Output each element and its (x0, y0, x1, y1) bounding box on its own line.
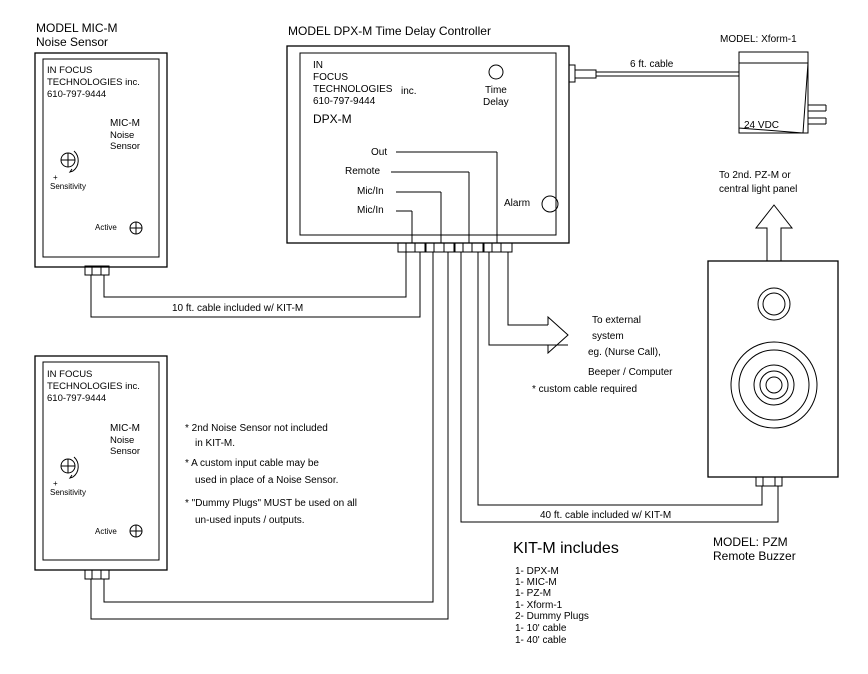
output-arrow-icon (547, 315, 569, 355)
mic1-name3: Sensor (110, 141, 141, 152)
mic1-company-2: TECHNOLOGIES inc. (47, 77, 140, 88)
mic2-phone: 610-797-9444 (47, 393, 107, 404)
cable-10ft-label: 10 ft. cable included w/ KIT-M (172, 303, 304, 314)
cable-10ft (90, 252, 421, 318)
kit-item: 1- PZ-M (515, 588, 552, 599)
dpx-company-inc: inc. (401, 86, 417, 97)
dpx-mic-in-2-label: Mic/In (357, 205, 384, 216)
light-icon (757, 287, 791, 321)
dpx-title: MODEL DPX-M Time Delay Controller (288, 24, 491, 38)
kit-item: 1- MIC-M (515, 577, 557, 588)
sensitivity-knob-icon (60, 456, 79, 479)
mic1-sensitivity: Sensitivity (50, 182, 87, 191)
mic1-connector (84, 265, 110, 276)
pzm-to-line1: To 2nd. PZ-M or (719, 170, 791, 181)
external-line1: To external (592, 315, 641, 326)
xform-cable-label: 6 ft. cable (630, 59, 674, 70)
mic2-sensitivity: Sensitivity (50, 488, 87, 497)
mic2-name3: Sensor (110, 446, 141, 457)
pzm-model: MODEL: PZM (713, 535, 788, 549)
dpx-time-label: Time (485, 85, 507, 96)
alarm-lamp-icon (541, 195, 559, 213)
mic1-active: Active (95, 223, 117, 232)
power-jack (568, 64, 576, 83)
kit-item: 1- 10' cable (515, 623, 567, 634)
mic2-company-2: TECHNOLOGIES inc. (47, 381, 140, 392)
kit-item: 1- DPX-M (515, 566, 559, 577)
mic1-company-1: IN FOCUS (47, 65, 93, 76)
dpx-phone: 610-797-9444 (313, 96, 376, 107)
dpx-name: DPX-M (313, 112, 352, 126)
dpx-company-tech: TECHNOLOGIES (313, 84, 393, 95)
kit-item: 2- Dummy Plugs (515, 611, 589, 622)
cable-40ft-label: 40 ft. cable included w/ KIT-M (540, 510, 672, 521)
cable-mic2 (90, 252, 449, 620)
mic2-name: MIC-M (110, 423, 140, 434)
kit-item: 1- Xform-1 (515, 600, 563, 611)
xform-voltage: 24 VDC (744, 120, 780, 131)
mic2-connector (84, 569, 110, 580)
dpx-company-in: IN (313, 60, 323, 71)
active-lamp-icon (129, 221, 143, 235)
kit-title: KIT-M includes (513, 540, 619, 557)
mic2-plus: + (53, 479, 58, 488)
pzm-buzzer (707, 204, 839, 487)
xform-model: MODEL: Xform-1 (720, 34, 797, 45)
dpx-connectors (397, 242, 513, 253)
mic1-plus: + (53, 173, 58, 182)
external-output (488, 252, 569, 355)
note-3a: * "Dummy Plugs" MUST be used on all (185, 498, 357, 509)
xform-transformer (574, 51, 827, 134)
time-delay-knob-icon (488, 64, 504, 80)
mic1-name2: Noise (110, 130, 135, 141)
dpx-mic-in-1-label: Mic/In (357, 186, 384, 197)
dpx-controller (286, 45, 576, 253)
external-note: * custom cable required (532, 384, 638, 395)
mic2-active: Active (95, 527, 117, 536)
note-2a: * A custom input cable may be (185, 458, 319, 469)
cable-40ft (460, 252, 779, 523)
pzm-subtitle: Remote Buzzer (713, 549, 796, 563)
mic-sensor-1 (34, 52, 168, 276)
dpx-remote-label: Remote (345, 166, 381, 177)
up-arrow-icon (754, 204, 794, 261)
note-1a: * 2nd Noise Sensor not included (185, 423, 328, 434)
dpx-alarm-label: Alarm (504, 198, 531, 209)
dpx-out-label: Out (371, 147, 388, 158)
external-line2: system (592, 331, 624, 342)
external-line4: Beeper / Computer (588, 367, 673, 378)
sensitivity-knob-icon (60, 150, 79, 173)
note-1b: in KIT-M. (195, 438, 236, 449)
mic2-name2: Noise (110, 435, 135, 446)
mic-sensor-2 (34, 355, 168, 580)
pzm-to-line2: central light panel (719, 184, 798, 195)
mic1-subtitle: Noise Sensor (36, 35, 109, 49)
mic1-phone: 610-797-9444 (47, 89, 107, 100)
mic2-company-1: IN FOCUS (47, 369, 93, 380)
dpx-delay-label: Delay (483, 97, 509, 108)
mic1-name: MIC-M (110, 118, 140, 129)
mic1-model-label: MODEL MIC-M (36, 21, 118, 35)
note-2b: used in place of a Noise Sensor. (195, 475, 339, 486)
note-3b: un-used inputs / outputs. (195, 515, 305, 526)
kit-item: 1- 40' cable (515, 635, 567, 646)
active-lamp-icon (129, 524, 143, 538)
external-line3: eg. (Nurse Call), (588, 347, 661, 358)
dpx-company-focus: FOCUS (313, 72, 348, 83)
buzzer-speaker-icon (730, 341, 818, 429)
